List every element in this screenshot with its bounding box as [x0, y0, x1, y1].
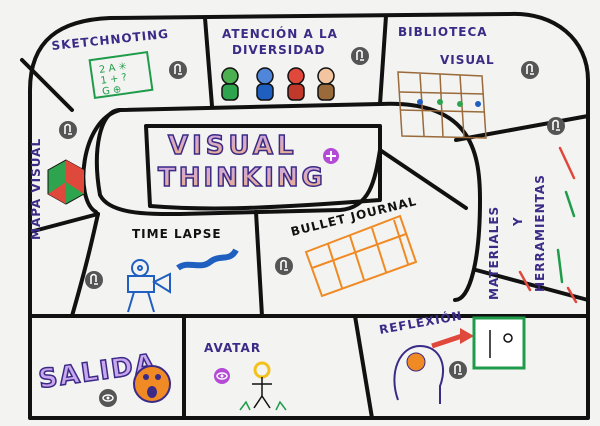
title-line-1: VISUAL: [168, 131, 298, 161]
title-hotspot[interactable]: [323, 148, 339, 164]
biblioteca-hotspot[interactable]: [521, 61, 539, 79]
space-biblioteca[interactable]: BIBLIOTECA VISUAL: [397, 25, 539, 139]
time-lapse-label: TIME LAPSE: [132, 227, 222, 241]
hexagon-doodle: [47, 159, 85, 205]
touch-icon: [356, 49, 364, 61]
camera-doodle: [127, 248, 239, 313]
time-lapse-hotspot[interactable]: [85, 271, 103, 289]
touch-icon: [280, 259, 288, 271]
materiales-label-3: HERRAMIENTAS: [533, 174, 547, 292]
touch-icon: [552, 119, 560, 131]
space-avatar[interactable]: AVATAR: [204, 341, 287, 411]
tools-doodle: [518, 146, 578, 304]
sketchnoting-hotspot[interactable]: [169, 61, 187, 79]
diversidad-hotspot[interactable]: [351, 47, 369, 65]
eye-icon: [102, 394, 114, 402]
plus-icon: [326, 151, 336, 161]
diversidad-label-2: DIVERSIDAD: [232, 43, 325, 57]
journal-grid-doodle: [304, 214, 418, 298]
biblioteca-label-2: VISUAL: [440, 53, 495, 67]
doodle-line-2: 1 + ?: [100, 72, 128, 87]
people-doodle: [221, 67, 335, 101]
reflexion-hotspot[interactable]: [449, 361, 467, 379]
touch-icon: [174, 63, 182, 75]
touch-icon: [64, 123, 72, 135]
library-doodle: [397, 71, 487, 139]
space-dividers: [20, 14, 590, 420]
doodle-line-3: G ⊕: [101, 84, 122, 98]
space-mapa[interactable]: MAPA VISUAL: [29, 121, 85, 240]
avatar-hotspot[interactable]: [214, 368, 230, 384]
title-line-2: THINKING: [158, 163, 326, 193]
doodle-line-1: 2 A ✳: [98, 61, 127, 76]
stick-figure-doodle: [239, 361, 287, 411]
materiales-label-2: Y: [511, 216, 525, 227]
biblioteca-label-1: BIBLIOTECA: [398, 25, 488, 39]
eye-icon: [216, 372, 228, 380]
surprised-face-doodle: [133, 365, 171, 403]
mapa-label: MAPA VISUAL: [29, 138, 43, 240]
materiales-label-1: MATERIALES: [487, 206, 501, 300]
track-outline: [28, 11, 590, 420]
diversidad-label-1: ATENCIÓN A LA: [222, 26, 338, 41]
materiales-hotspot[interactable]: [547, 117, 565, 135]
touch-icon: [90, 273, 98, 285]
title-block: VISUAL THINKING: [157, 130, 339, 194]
touch-icon: [526, 63, 534, 75]
bullet-hotspot[interactable]: [275, 257, 293, 275]
space-materiales[interactable]: MATERIALES Y HERRAMIENTAS: [487, 117, 578, 304]
notebook-doodle: [88, 51, 154, 99]
avatar-label: AVATAR: [204, 341, 261, 355]
thinking-head-doodle: [393, 316, 526, 404]
space-time-lapse[interactable]: TIME LAPSE: [85, 227, 239, 313]
mapa-hotspot[interactable]: [59, 121, 77, 139]
space-diversidad[interactable]: ATENCIÓN A LA DIVERSIDAD: [221, 26, 369, 101]
salida-hotspot[interactable]: [99, 389, 117, 407]
touch-icon: [454, 363, 462, 375]
